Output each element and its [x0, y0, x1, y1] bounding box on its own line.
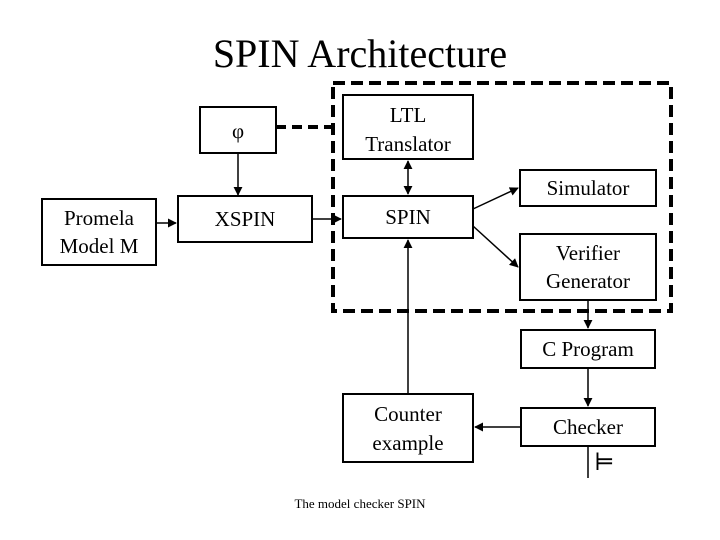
verifier-label-line1: Verifier — [556, 241, 620, 265]
ltl-label-line2: Translator — [365, 132, 451, 156]
promela-label-line2: Model M — [60, 234, 139, 258]
promela-label-line1: Promela — [64, 206, 135, 230]
verifier-generator-box: Verifier Generator — [519, 233, 657, 301]
simulator-box: Simulator — [519, 169, 657, 207]
xspin-box: XSPIN — [177, 195, 313, 243]
verifier-label-line2: Generator — [546, 269, 630, 293]
counter-label-line2: example — [372, 431, 443, 455]
arrow-spin-to-verifier — [472, 225, 519, 268]
slide-title: SPIN Architecture — [213, 31, 507, 76]
c-program-box: C Program — [520, 329, 656, 369]
footer-caption: The model checker SPIN — [294, 496, 426, 511]
spin-box: SPIN — [342, 195, 474, 239]
checker-label: Checker — [553, 415, 623, 439]
c-program-label: C Program — [542, 337, 634, 361]
arrow-spin-to-simulator — [472, 187, 519, 210]
spin-package-boundary — [331, 81, 673, 313]
simulator-label: Simulator — [547, 176, 630, 200]
xspin-label: XSPIN — [215, 207, 276, 231]
promela-model-box: Promela Model M — [41, 198, 157, 266]
counter-example-box: Counter example — [342, 393, 474, 463]
ltl-translator-box: LTL Translator — [342, 94, 474, 160]
spin-label: SPIN — [385, 205, 431, 229]
counter-label-line1: Counter — [374, 402, 442, 426]
ltl-label-line1: LTL — [390, 103, 427, 127]
phi-box: φ — [199, 106, 277, 154]
phi-label: φ — [232, 119, 244, 143]
models-symbol: ⊨ — [594, 450, 615, 476]
checker-box: Checker — [520, 407, 656, 447]
